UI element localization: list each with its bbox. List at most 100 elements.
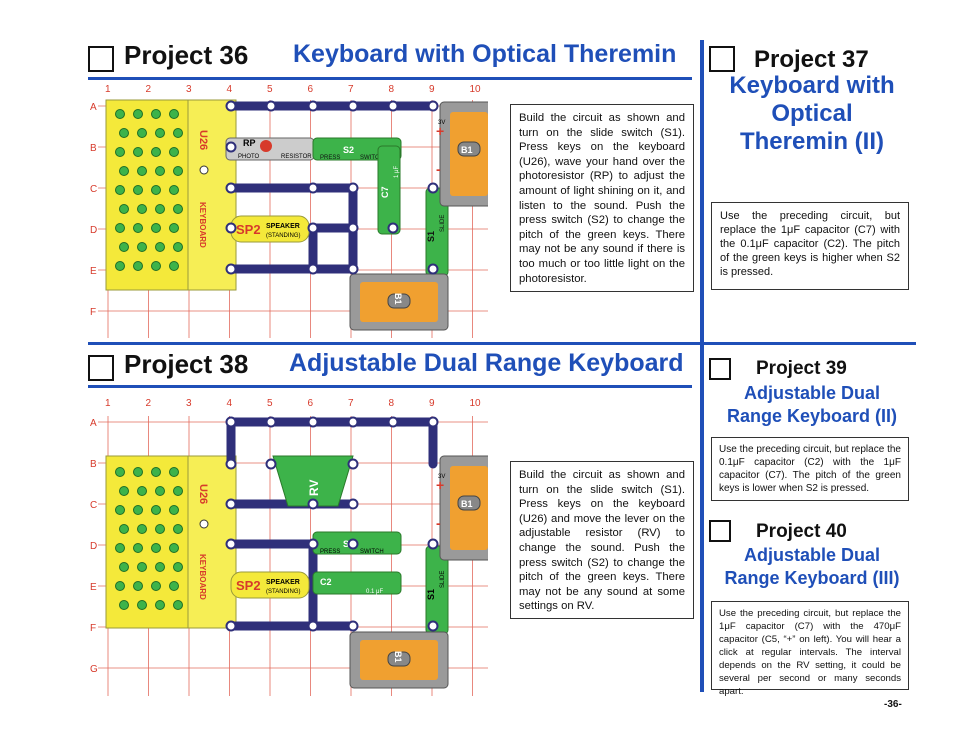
keyboard-key bbox=[151, 581, 161, 591]
keyboard-key bbox=[169, 185, 179, 195]
grid-row-label-E: E bbox=[90, 266, 97, 277]
rv-code: RV bbox=[307, 480, 321, 496]
project-40-checkbox[interactable] bbox=[709, 520, 731, 542]
sp2-speaker-text: SPEAKER bbox=[266, 579, 300, 586]
snap-dot bbox=[427, 416, 439, 428]
keyboard-u26: U26 KEYBOARD bbox=[105, 455, 237, 629]
adjustable-resistor-rv: RV bbox=[272, 455, 354, 507]
grid-column-label-1: 1 bbox=[105, 398, 111, 409]
c2-value: 0.1 μF bbox=[366, 589, 383, 595]
project-38-checkbox[interactable] bbox=[88, 355, 114, 381]
keyboard-key bbox=[169, 543, 179, 553]
keyboard-key bbox=[173, 204, 183, 214]
grid-column-label-1: 1 bbox=[105, 84, 111, 95]
keyboard-key bbox=[155, 166, 165, 176]
s1-code: S1 bbox=[426, 231, 436, 242]
keyboard-key bbox=[169, 467, 179, 477]
snap-dot bbox=[347, 538, 359, 550]
snap-dot bbox=[265, 100, 277, 112]
keyboard-key bbox=[155, 486, 165, 496]
keyboard-key bbox=[115, 505, 125, 515]
project-38-rule bbox=[88, 385, 692, 388]
keyboard-key bbox=[155, 562, 165, 572]
snap-dot bbox=[225, 498, 237, 510]
snap-dot bbox=[307, 498, 319, 510]
project-40-description: Use the preceding circuit, but replace t… bbox=[711, 601, 909, 697]
keyboard-key bbox=[137, 166, 147, 176]
grid-column-label-7: 7 bbox=[348, 84, 354, 95]
keyboard-key bbox=[137, 600, 147, 610]
keyboard-key bbox=[173, 128, 183, 138]
keyboard-key bbox=[151, 147, 161, 157]
grid-row-label-D: D bbox=[90, 541, 97, 552]
snap-dot bbox=[387, 100, 399, 112]
s2-code: S2 bbox=[343, 145, 354, 155]
snap-dot bbox=[347, 100, 359, 112]
snap-dot bbox=[225, 100, 237, 112]
project-40-title-line2: Range Keyboard (III) bbox=[724, 568, 900, 588]
keyboard-key bbox=[133, 109, 143, 119]
grid-row-label-B: B bbox=[90, 143, 97, 154]
project-39-checkbox[interactable] bbox=[709, 358, 731, 380]
keyboard-key bbox=[137, 128, 147, 138]
grid-column-label-4: 4 bbox=[227, 398, 233, 409]
snap-dot bbox=[387, 222, 399, 234]
project-37-title: Keyboard with Optical Theremin (II) bbox=[708, 72, 916, 156]
project-36-description: Build the circuit as shown and turn on t… bbox=[510, 104, 694, 292]
rp-resistor-text: RESISTOR bbox=[281, 154, 312, 160]
project-39-title-line2: Range Keyboard (II) bbox=[726, 406, 898, 426]
keyboard-key bbox=[137, 524, 147, 534]
keyboard-key bbox=[115, 185, 125, 195]
snap-dot bbox=[347, 416, 359, 428]
snap-dot bbox=[225, 416, 237, 428]
sp2-code: SP2 bbox=[236, 578, 261, 593]
s2-switch-text: SWITCH bbox=[360, 155, 384, 161]
grid-column-label-5: 5 bbox=[267, 84, 273, 95]
project-39-description: Use the preceding circuit, but replace t… bbox=[711, 437, 909, 501]
keyboard-key bbox=[119, 242, 129, 252]
snap-dot bbox=[387, 416, 399, 428]
snap-wires bbox=[226, 417, 438, 631]
keyboard-key bbox=[173, 600, 183, 610]
snap-dot bbox=[265, 416, 277, 428]
keyboard-key bbox=[169, 505, 179, 515]
project-38-title: Adjustable Dual Range Keyboard bbox=[289, 349, 684, 377]
s2-switch-text: SWITCH bbox=[360, 549, 384, 555]
speaker-sp2: SP2 SPEAKER (STANDING) bbox=[230, 215, 310, 243]
project-36-checkbox[interactable] bbox=[88, 46, 114, 72]
keyboard-key bbox=[119, 486, 129, 496]
keyboard-key bbox=[137, 204, 147, 214]
keyboard-key bbox=[151, 223, 161, 233]
speaker-sp2: SP2 SPEAKER (STANDING) bbox=[230, 571, 310, 599]
keyboard-key bbox=[133, 223, 143, 233]
keyboard-key bbox=[115, 261, 125, 271]
keyboard-key bbox=[151, 505, 161, 515]
project-37-checkbox[interactable] bbox=[709, 46, 735, 72]
column-divider bbox=[700, 40, 704, 692]
keyboard-key bbox=[155, 524, 165, 534]
grid-row-label-C: C bbox=[90, 500, 97, 511]
project-39-title-line1: Adjustable Dual bbox=[743, 383, 881, 403]
keyboard-key bbox=[119, 600, 129, 610]
keyboard-key bbox=[133, 467, 143, 477]
snap-dot bbox=[307, 182, 319, 194]
keyboard-key bbox=[169, 261, 179, 271]
rp-code: RP bbox=[243, 138, 256, 148]
b1-volt: 3V bbox=[438, 120, 445, 126]
grid-column-label-8: 8 bbox=[389, 84, 395, 95]
battery-b1-horizontal: B1 bbox=[349, 273, 449, 331]
snap-dot bbox=[225, 458, 237, 470]
grid-row-label-F: F bbox=[90, 307, 96, 318]
keyboard-key bbox=[115, 109, 125, 119]
capacitor-c7: C7 1 μF bbox=[377, 145, 401, 235]
battery-b1-vertical: B1 3V + - bbox=[436, 101, 488, 207]
grid-row-label-C: C bbox=[90, 184, 97, 195]
keyboard-key bbox=[137, 486, 147, 496]
keyboard-key bbox=[119, 524, 129, 534]
grid-column-label-6: 6 bbox=[308, 398, 314, 409]
rp-photo-text: PHOTO bbox=[238, 154, 260, 160]
keyboard-key bbox=[155, 600, 165, 610]
grid-column-label-4: 4 bbox=[227, 84, 233, 95]
